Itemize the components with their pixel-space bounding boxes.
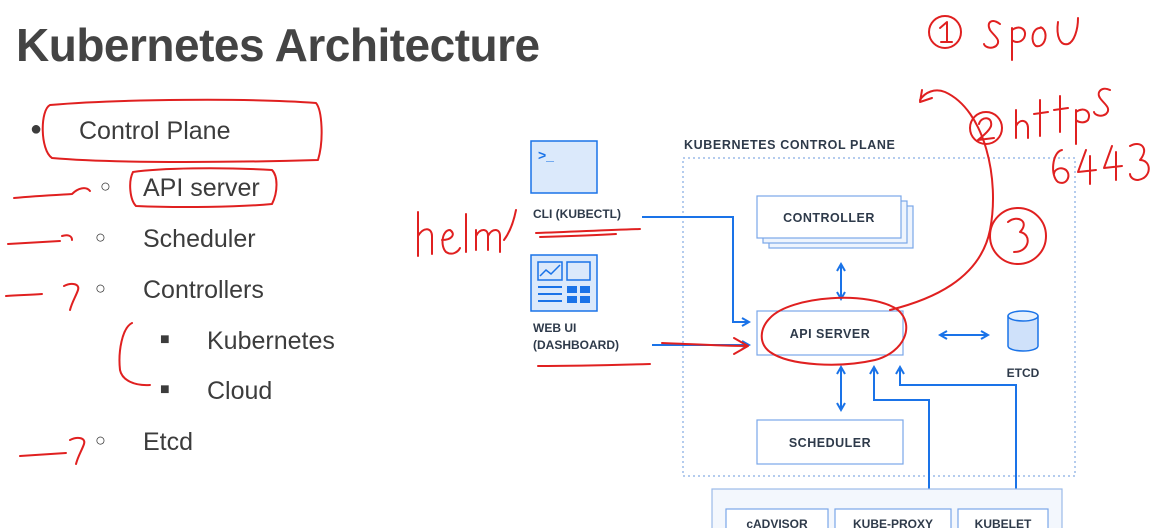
bullet-square-icon: ■ [160,381,170,398]
bullet-circle-icon: ○ [95,430,106,450]
cadvisor-box [725,508,829,528]
outline-controllers: Controllers [143,276,264,304]
slide-title: Kubernetes Architecture [16,19,540,71]
dashboard-icon [530,254,598,312]
control-plane-label: KUBERNETES CONTROL PLANE [684,138,895,152]
outline-scheduler: Scheduler [143,225,256,253]
svg-text:>_: >_ [538,147,554,163]
bullet-circle-icon: ○ [95,227,106,247]
webui-label-2: (DASHBOARD) [533,338,619,352]
etcd-label: ETCD [1007,366,1040,380]
api-kubelet-connector [900,367,1016,505]
kubelet-label: KUBELET [975,517,1032,528]
terminal-icon: >_ [530,140,598,194]
outline-cloud: Cloud [207,377,273,405]
svg-text:SCHEDULER: SCHEDULER [789,436,871,450]
outline-kubernetes: Kubernetes [207,327,335,355]
kubeproxy-label: KUBE-PROXY [853,517,933,528]
api-server-box: API SERVER [756,310,904,356]
cli-label: CLI (KUBECTL) [533,207,621,221]
svg-text:API SERVER: API SERVER [790,327,871,341]
kubeproxy-box [834,508,952,528]
cadvisor-label: cADVISOR [746,517,808,528]
etcd-icon [1007,310,1039,352]
kubelet-box [957,508,1049,528]
webui-label-1: WEB UI [533,321,576,335]
bullet-dot-icon: ● [30,118,43,140]
svg-text:CONTROLLER: CONTROLLER [783,211,875,225]
cli-connector [642,216,749,322]
outline-etcd: Etcd [143,428,194,456]
controller-box: CONTROLLER [756,195,914,249]
bullet-square-icon: ■ [160,331,170,348]
scheduler-box: SCHEDULER [756,419,904,465]
bullet-circle-icon: ○ [95,278,106,298]
bullet-circle-icon: ○ [100,176,111,196]
